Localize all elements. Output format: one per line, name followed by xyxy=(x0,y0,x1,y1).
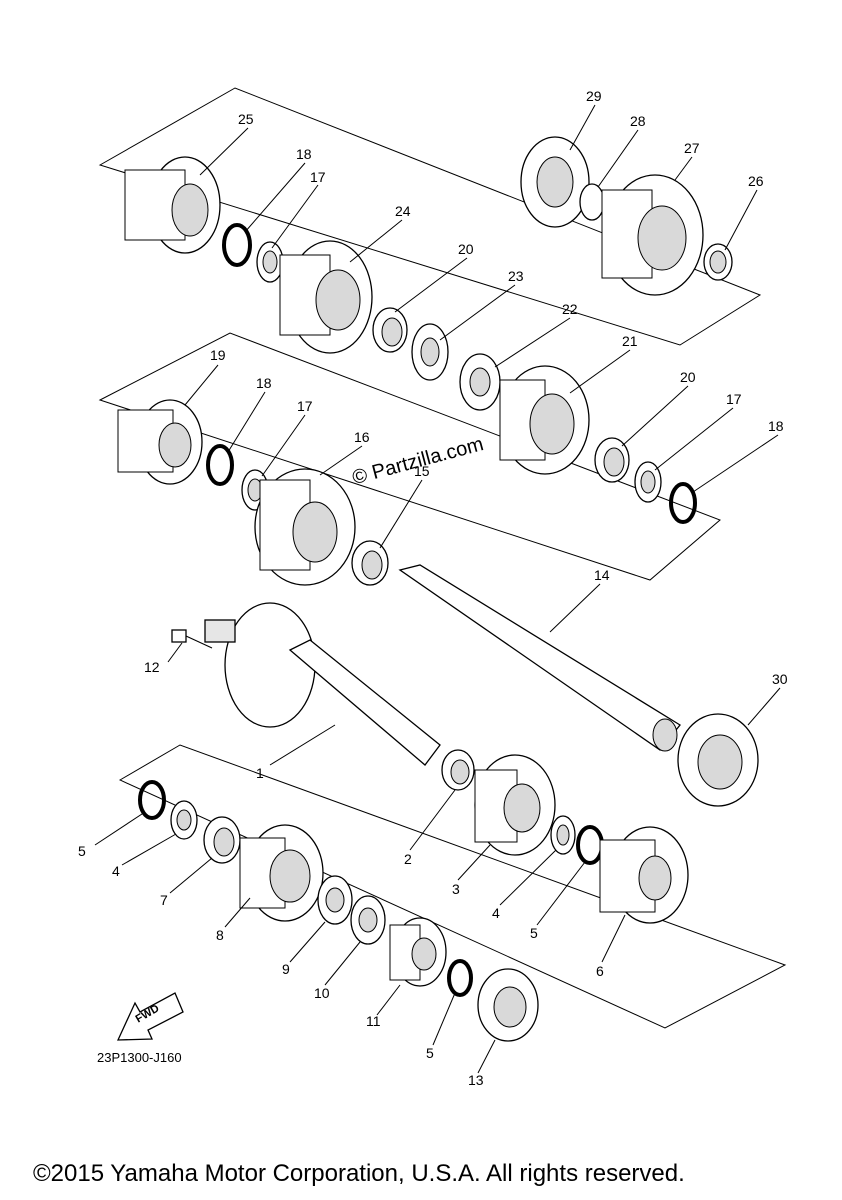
part-19-dog-gear[interactable] xyxy=(117,399,203,485)
part-16-gear[interactable] xyxy=(254,468,356,586)
part-18-circlip-right[interactable] xyxy=(669,482,697,524)
callout-8: 8 xyxy=(216,927,224,943)
part-11-gear[interactable] xyxy=(389,917,447,987)
part-4-washer-left[interactable] xyxy=(170,800,198,840)
part-14-drive-axle[interactable] xyxy=(398,564,681,752)
part-3-gear[interactable] xyxy=(474,754,556,856)
callout-5-right: 5 xyxy=(530,925,538,941)
callout-16: 16 xyxy=(354,429,370,445)
part-17-washer-right[interactable] xyxy=(634,461,662,503)
callout-18-right: 18 xyxy=(768,418,784,434)
callout-4-right: 4 xyxy=(492,905,500,921)
callout-17: 17 xyxy=(310,169,326,185)
part-7-needle-bearing[interactable] xyxy=(203,816,241,864)
callout-18: 18 xyxy=(296,146,312,162)
callout-15: 15 xyxy=(414,463,430,479)
callout-7: 7 xyxy=(160,892,168,908)
part-17-washer[interactable] xyxy=(256,241,284,283)
callout-26: 26 xyxy=(748,173,764,189)
callout-5-left: 5 xyxy=(78,843,86,859)
callout-17-middle: 17 xyxy=(297,398,313,414)
callout-20-middle: 20 xyxy=(680,369,696,385)
part-2-collar[interactable] xyxy=(441,749,475,791)
part-6-dog-gear[interactable] xyxy=(599,826,689,924)
callout-17-right: 17 xyxy=(726,391,742,407)
callout-labels: 25 18 17 24 20 23 29 28 27 26 22 21 20 1… xyxy=(78,88,788,1088)
callout-23: 23 xyxy=(508,268,524,284)
callout-27: 27 xyxy=(684,140,700,156)
part-23-lock-washer[interactable] xyxy=(411,323,449,381)
middle-shaft-group-frame xyxy=(98,332,721,581)
part-28-washer[interactable] xyxy=(579,183,605,221)
part-27-gear[interactable] xyxy=(601,174,704,296)
callout-14: 14 xyxy=(594,567,610,583)
part-15-collar[interactable] xyxy=(351,540,389,586)
part-30-bearing[interactable] xyxy=(677,713,759,807)
callout-30: 30 xyxy=(772,671,788,687)
callout-6: 6 xyxy=(596,963,604,979)
callout-24: 24 xyxy=(395,203,411,219)
part-12-bolt[interactable] xyxy=(171,629,213,649)
drawing-code: 23P1300-J160 xyxy=(97,1050,182,1065)
callout-12: 12 xyxy=(144,659,160,675)
callout-13: 13 xyxy=(468,1072,484,1088)
part-13-bearing[interactable] xyxy=(477,968,539,1042)
callout-25: 25 xyxy=(238,111,254,127)
part-4-washer-right[interactable] xyxy=(550,815,576,855)
lower-shaft-group-frame xyxy=(118,744,787,1029)
fwd-arrow-icon xyxy=(116,992,184,1041)
callout-10: 10 xyxy=(314,985,330,1001)
part-10-lock-washer[interactable] xyxy=(350,895,386,945)
callout-9: 9 xyxy=(282,961,290,977)
callout-5-lower: 5 xyxy=(426,1045,434,1061)
part-1-main-axle[interactable] xyxy=(204,602,441,766)
callout-29: 29 xyxy=(586,88,602,104)
part-5-circlip-left[interactable] xyxy=(138,780,166,820)
part-29-bearing[interactable] xyxy=(520,136,590,228)
part-18-circlip-middle[interactable] xyxy=(206,444,234,486)
part-9-lock-washer[interactable] xyxy=(317,875,353,925)
callout-11: 11 xyxy=(366,1013,381,1029)
callout-19: 19 xyxy=(210,347,226,363)
callout-22: 22 xyxy=(562,301,578,317)
part-24-gear[interactable] xyxy=(279,240,373,354)
callout-21: 21 xyxy=(622,333,638,349)
part-8-gear[interactable] xyxy=(239,824,324,922)
part-21-gear[interactable] xyxy=(499,365,590,475)
callout-4-left: 4 xyxy=(112,863,120,879)
callout-20: 20 xyxy=(458,241,474,257)
upper-shaft-group-frame xyxy=(98,87,762,346)
part-5-circlip-right[interactable] xyxy=(576,825,604,865)
callout-1: 1 xyxy=(256,765,264,781)
part-22-lock-washer[interactable] xyxy=(459,353,501,411)
callout-28: 28 xyxy=(630,113,646,129)
part-18-circlip[interactable] xyxy=(222,223,252,267)
part-20-needle-bearing-middle[interactable] xyxy=(594,437,630,483)
part-5-circlip-lower[interactable] xyxy=(447,959,473,997)
copyright-notice: ©2015 Yamaha Motor Corporation, U.S.A. A… xyxy=(33,1160,685,1187)
callout-2: 2 xyxy=(404,851,412,867)
part-26-collar[interactable] xyxy=(703,243,733,281)
part-25-dog-gear[interactable] xyxy=(124,156,221,254)
callout-leaders xyxy=(94,104,781,1074)
callout-18-middle: 18 xyxy=(256,375,272,391)
callout-3: 3 xyxy=(452,881,460,897)
part-20-needle-bearing[interactable] xyxy=(372,307,408,353)
